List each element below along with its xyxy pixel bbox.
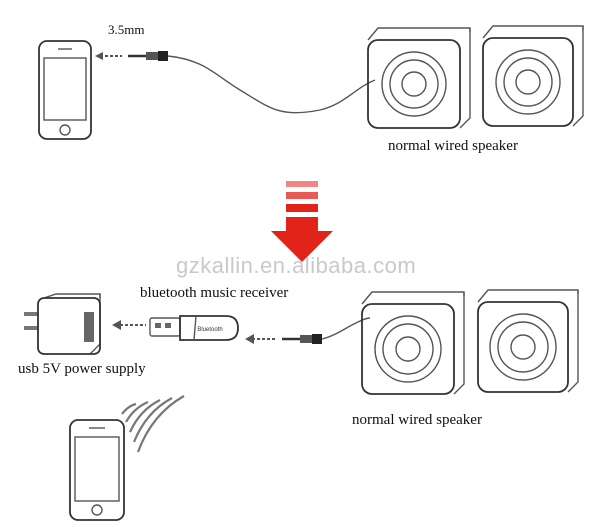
bluetooth-dongle-icon: Bluetooth — [149, 315, 239, 341]
speaker-icon-top-right — [482, 25, 584, 127]
speaker-icon-bottom-right — [477, 289, 579, 393]
speaker-icon-top-left — [367, 27, 471, 129]
wireless-signal-icon — [121, 395, 185, 453]
down-arrow-icon — [271, 181, 333, 262]
phone-icon-bottom — [69, 419, 125, 521]
speaker-top-label: normal wired speaker — [388, 138, 518, 154]
cable-top — [167, 55, 376, 114]
phone-icon-top — [38, 40, 92, 140]
arrow-to-dongle-icon — [245, 334, 276, 344]
speaker-icon-bottom-left — [361, 291, 465, 395]
audio-jack-icon-top — [128, 51, 168, 61]
cable-bottom — [321, 317, 371, 340]
watermark-text: gzkallin.en.alibaba.com — [176, 253, 417, 278]
arrow-to-adapter-icon — [112, 320, 146, 330]
arrow-to-phone-icon — [95, 52, 122, 60]
power-supply-label: usb 5V power supply — [18, 361, 146, 377]
usb-adapter-icon — [24, 293, 101, 355]
dongle-brand-text: Bluetooth — [197, 327, 222, 333]
audio-jack-icon-bottom — [282, 334, 322, 344]
speaker-bottom-label: normal wired speaker — [352, 412, 482, 428]
receiver-label: bluetooth music receiver — [140, 285, 289, 301]
jack-size-label: 3.5mm — [108, 22, 145, 37]
